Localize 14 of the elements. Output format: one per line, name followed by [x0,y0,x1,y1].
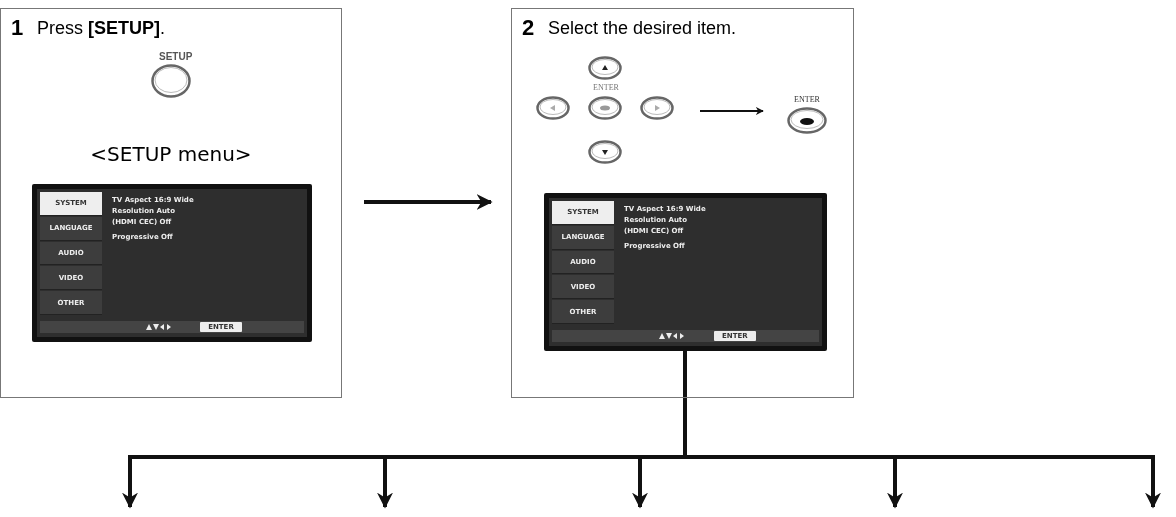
arrow [364,194,493,210]
step-number: 1 [11,15,24,41]
arrow [699,107,764,115]
menu-screen [544,193,827,351]
menu-screen [32,184,312,342]
step-panel [0,8,342,398]
step-number: 2 [522,15,535,41]
instruction-text: Press [SETUP]. [37,18,166,39]
button-label: ENTER [592,83,620,92]
button-label: ENTER [793,95,821,104]
button-label: SETUP [159,51,193,62]
step-panel [511,8,854,398]
menu-heading: <SETUP menu> [89,142,253,166]
instruction-text: Select the desired item. [548,18,737,39]
